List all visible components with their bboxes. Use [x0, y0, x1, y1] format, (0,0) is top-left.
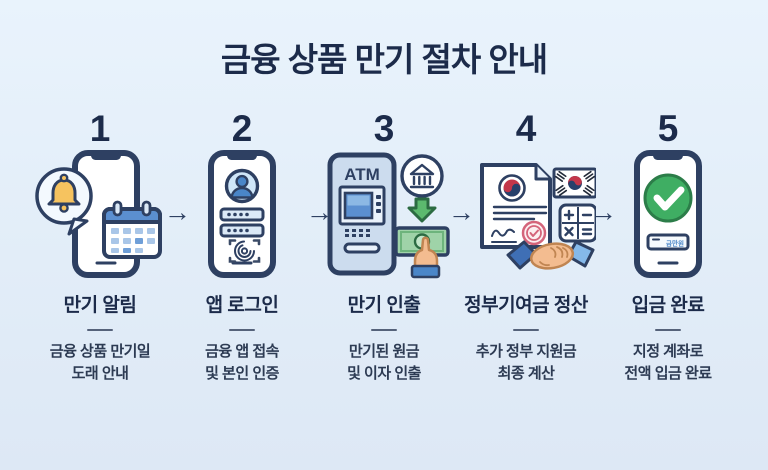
step-description: 추가 정부 지원금 최종 계산: [475, 341, 577, 385]
step-5-deposit-complete: 5 금만원 입금 완료 지정 계좌로 전액 입금 완료: [604, 110, 732, 385]
phone-success-check-icon: 금만원: [598, 149, 738, 279]
phone-login-fingerprint-icon: [172, 149, 312, 279]
step-desc-line: 추가 정부 지원금: [475, 342, 577, 360]
svg-text:ATM: ATM: [344, 165, 380, 184]
page-title: 금융 상품 만기 절차 안내: [220, 41, 548, 78]
step-desc-line: 도래 안내: [71, 364, 129, 382]
step-divider: [229, 328, 255, 331]
step-title: 만기 인출: [347, 294, 421, 316]
atm-cash-withdrawal-icon: ATM: [314, 149, 454, 279]
step-title: 입금 완료: [631, 294, 705, 316]
step-desc-line: 및 본인 인증: [205, 364, 279, 382]
step-number: 2: [231, 107, 253, 149]
step-desc-line: 금융 상품 만기일: [49, 342, 151, 360]
step-2-app-login: 2: [178, 110, 306, 385]
step-description: 지정 계좌로 전액 입금 완료: [624, 341, 712, 385]
step-title: 만기 알림: [63, 294, 137, 316]
step-desc-line: 최종 계산: [497, 364, 555, 382]
step-3-maturity-withdrawal: 3 ATM: [320, 107, 450, 385]
step-number: 1: [89, 107, 111, 149]
step-divider: [655, 328, 681, 331]
step-description: 금융 앱 접속 및 본인 인증: [205, 341, 279, 385]
step-desc-line: 만기된 원금: [348, 342, 420, 360]
step-1-maturity-alert: 1: [35, 107, 164, 385]
step-4-government-contribution: 4: [462, 107, 596, 385]
step-number: 4: [515, 107, 537, 149]
step-description: 만기된 원금 및 이자 인출: [347, 341, 421, 385]
document-flag-calculator-handshake-icon: [456, 149, 596, 279]
step-title: 앱 로그인: [205, 294, 279, 316]
step-number: 3: [373, 107, 395, 149]
step-title: 정부기여금 정산: [464, 294, 588, 316]
step-divider: [371, 328, 397, 331]
step-desc-line: 금융 앱 접속: [205, 342, 279, 360]
step-description: 금융 상품 만기일 도래 안내: [49, 341, 151, 385]
infographic-canvas: 금융 상품 만기 절차 안내 1: [0, 41, 768, 470]
phone-bell-calendar-icon: [30, 149, 170, 279]
step-desc-line: 및 이자 인출: [347, 364, 421, 382]
svg-text:금만원: 금만원: [666, 238, 684, 247]
step-desc-line: 전액 입금 완료: [624, 364, 712, 382]
steps-row: 1: [0, 110, 768, 385]
step-divider: [513, 328, 539, 331]
step-divider: [87, 328, 113, 331]
step-desc-line: 지정 계좌로: [632, 342, 704, 360]
step-number: 5: [657, 107, 679, 149]
